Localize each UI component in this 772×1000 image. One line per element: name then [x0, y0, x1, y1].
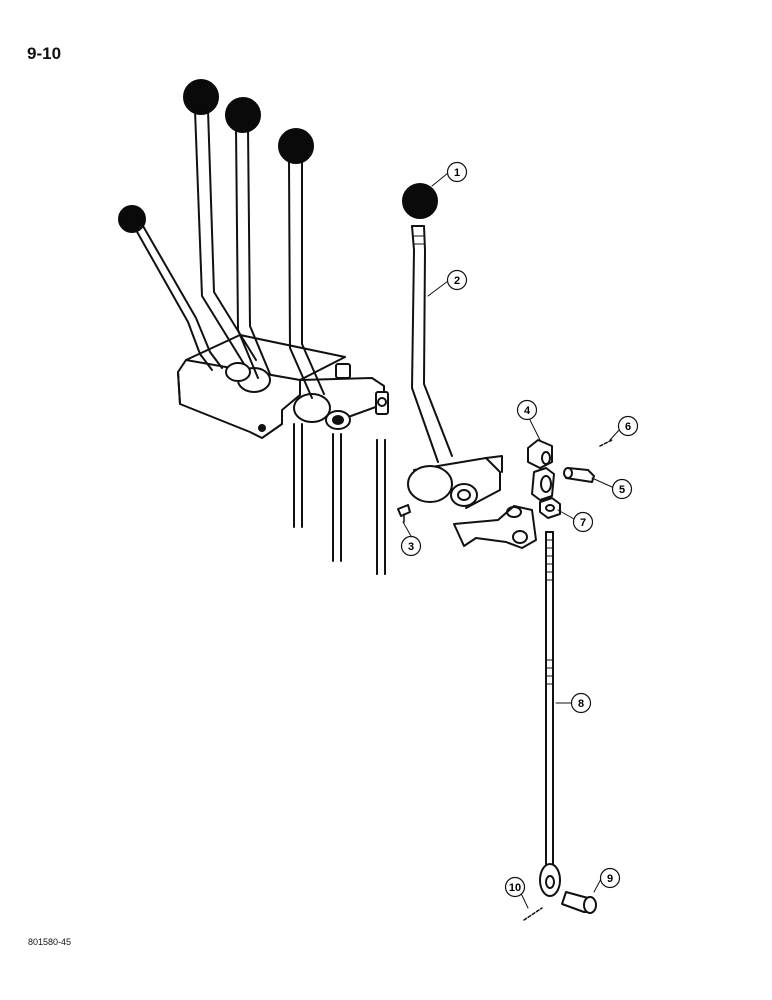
callout-label: 2	[454, 275, 460, 287]
callout-label: 7	[580, 517, 586, 529]
part-8-rod	[539, 531, 561, 897]
bracket	[453, 505, 537, 549]
figure-code: 801580-45	[28, 937, 72, 947]
callout-1: 1	[446, 161, 468, 183]
callout-6: 6	[617, 415, 639, 437]
callout-7: 7	[572, 511, 594, 533]
part-1-knob	[402, 183, 438, 219]
part-6-cotter-pin	[599, 439, 613, 447]
callout-label: 1	[454, 167, 460, 179]
callout-8: 8	[570, 692, 592, 714]
part-3-set-screw	[397, 504, 411, 523]
callout-label: 4	[524, 405, 531, 417]
callout-label: 8	[578, 698, 584, 710]
callout-label: 5	[619, 484, 625, 496]
part-10-cotter-pin	[523, 907, 543, 921]
callout-4: 4	[516, 399, 538, 421]
part-9-bolt	[561, 891, 597, 914]
part-4-clevis	[527, 439, 555, 501]
lever-assembly	[118, 79, 389, 575]
callout-label: 6	[625, 421, 631, 433]
callout-label: 9	[607, 873, 613, 885]
page-number: 9-10	[27, 44, 62, 63]
callout-3: 3	[400, 535, 422, 557]
callout-5: 5	[611, 478, 633, 500]
callout-label: 10	[509, 882, 521, 894]
leader-lines	[402, 172, 621, 909]
part-5-pin	[563, 467, 595, 483]
callout-10: 10	[504, 876, 526, 898]
part-2-lever	[407, 225, 503, 509]
callout-9: 9	[599, 867, 621, 889]
part-7-nut	[539, 497, 561, 519]
callout-label: 3	[408, 541, 414, 553]
callout-2: 2	[446, 269, 468, 291]
